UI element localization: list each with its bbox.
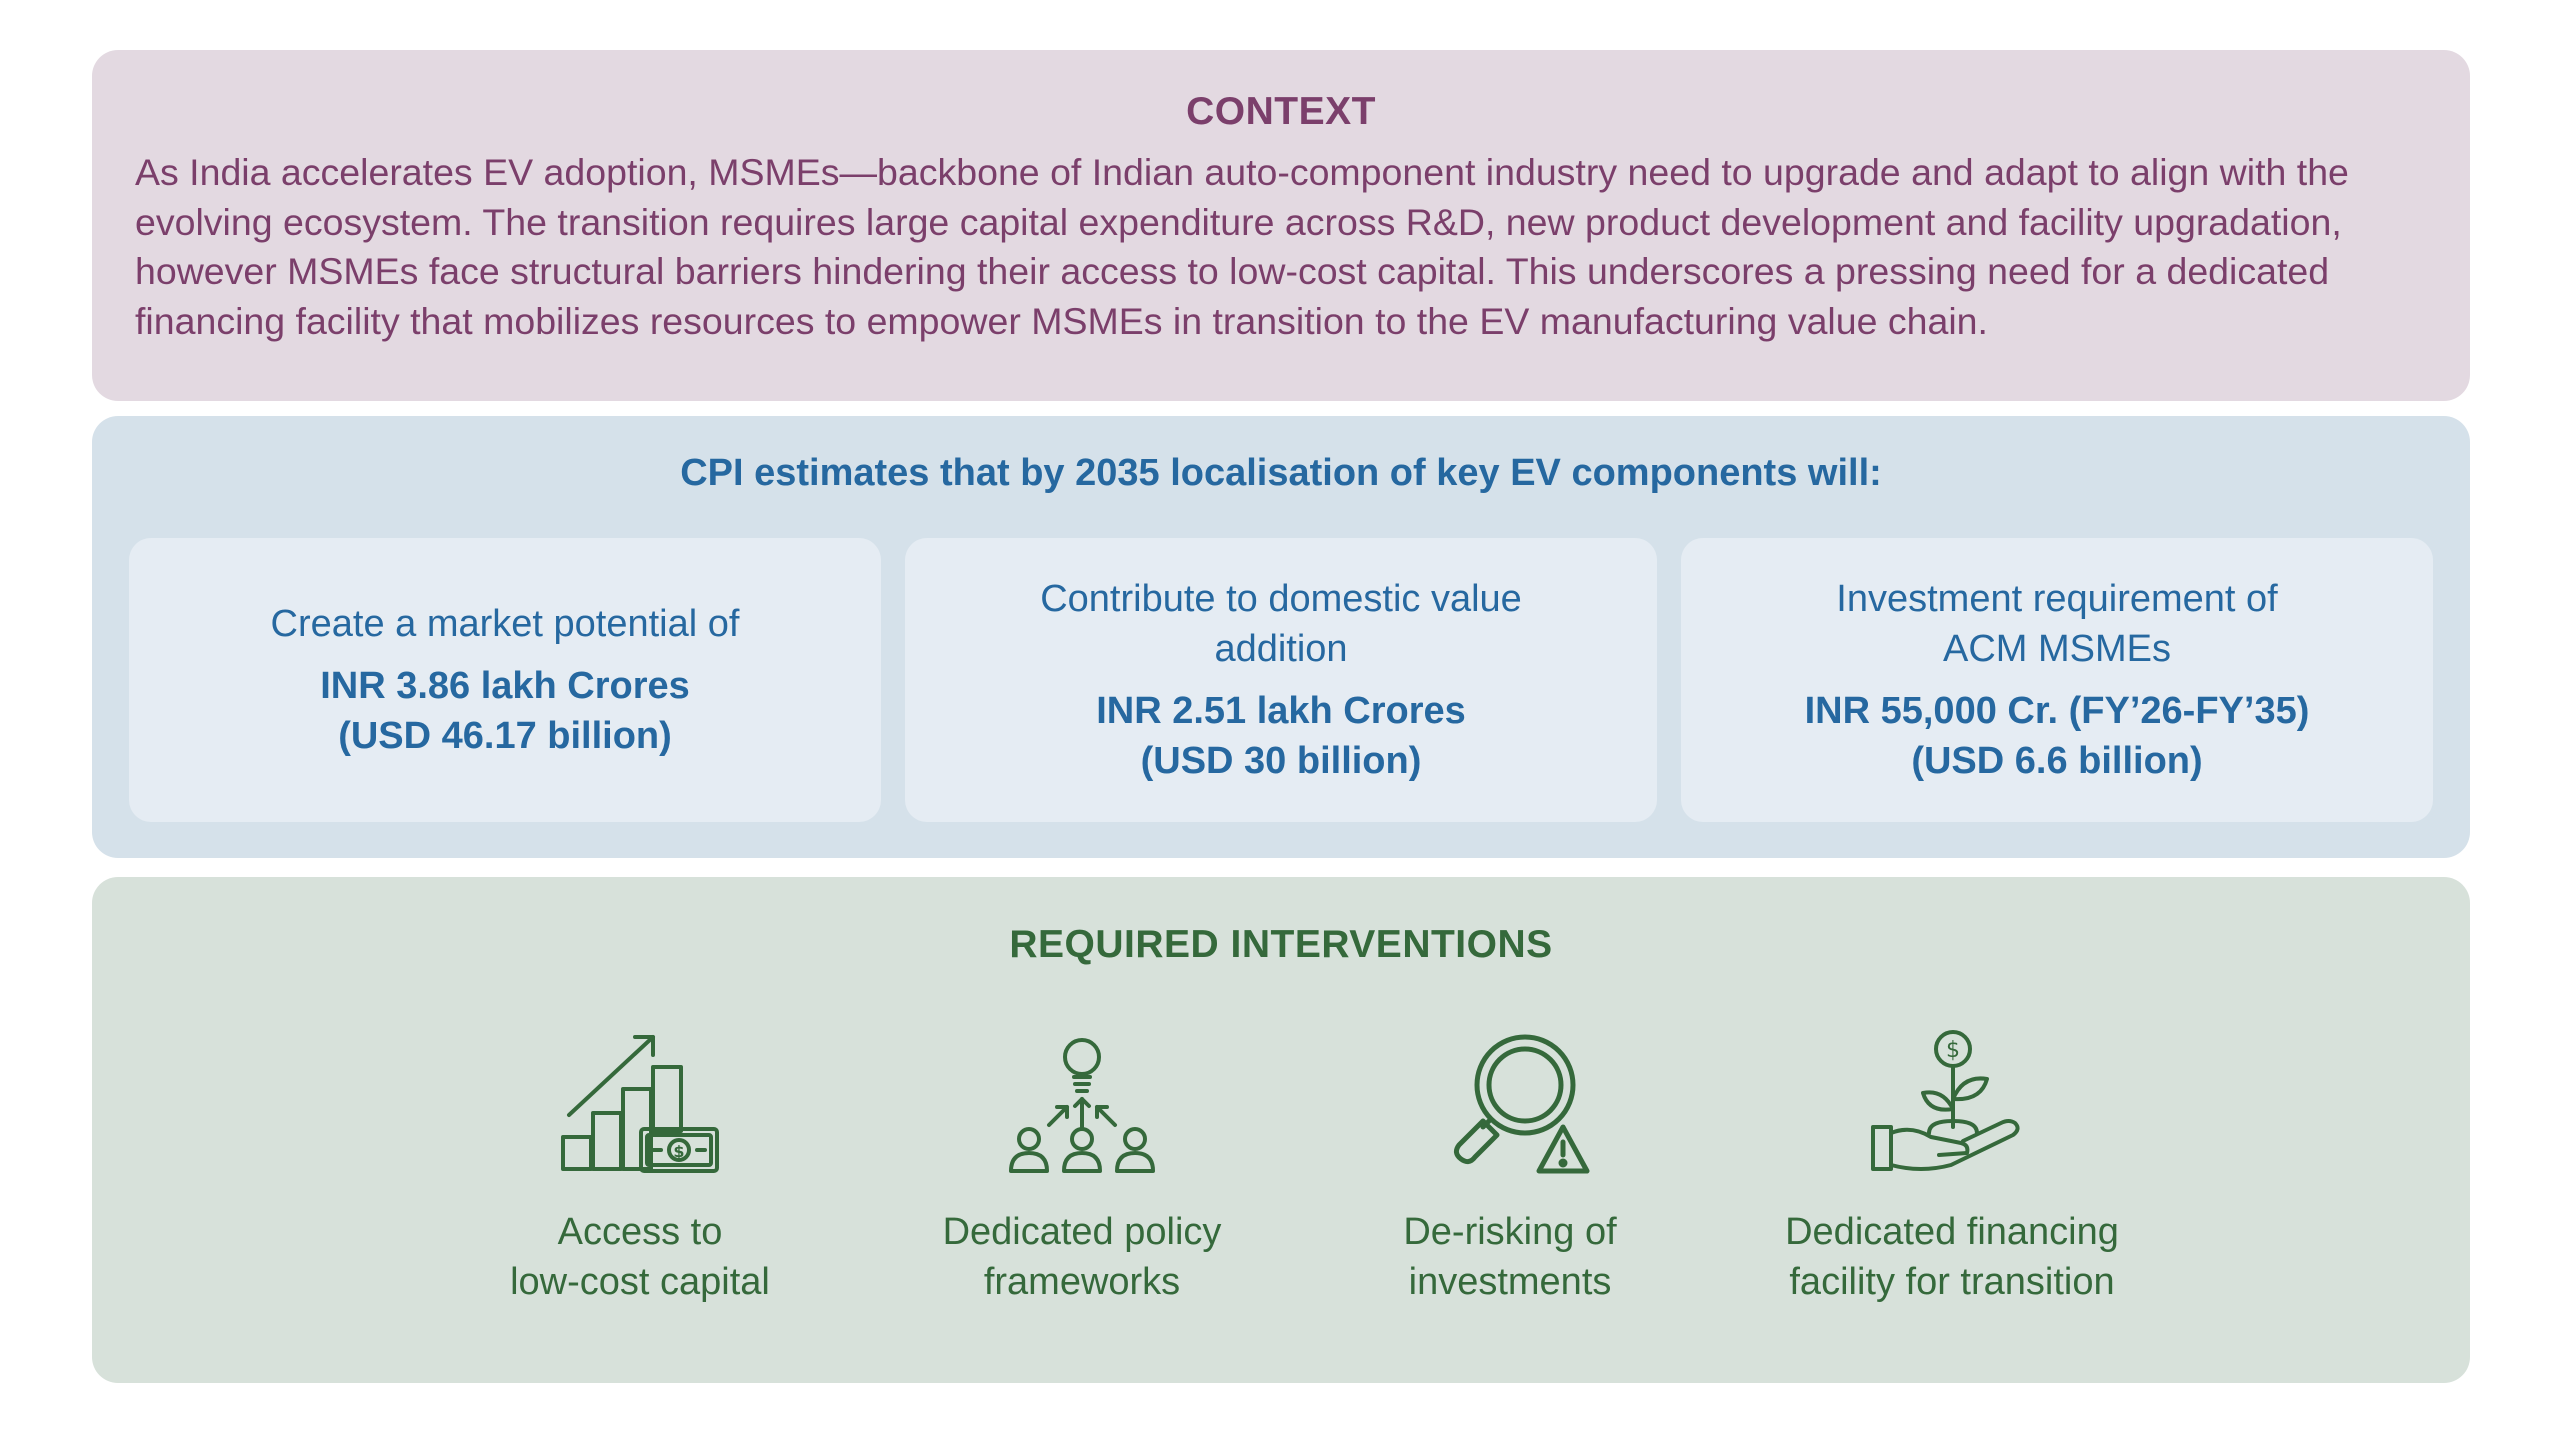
- interventions-panel: REQUIRED INTERVENTIONS $ Access to low-c…: [92, 877, 2470, 1383]
- card-value-usd: (USD 46.17 billion): [338, 715, 672, 757]
- value-addition-card: Contribute to domestic value addition IN…: [905, 538, 1657, 822]
- card-value-usd: (USD 6.6 billion): [1911, 740, 2203, 782]
- context-panel: CONTEXT As India accelerates EV adoption…: [92, 50, 2470, 401]
- caption-line: Access to: [557, 1211, 723, 1253]
- risk-magnifier-icon: [1453, 1034, 1590, 1174]
- card-label: Create a market potential of: [270, 603, 740, 645]
- intervention-low-cost-capital: $ Access to low-cost capital: [430, 1027, 850, 1307]
- cpi-estimates-panel: CPI estimates that by 2035 localisation …: [92, 416, 2470, 858]
- card-value-usd: (USD 30 billion): [1140, 740, 1422, 782]
- market-potential-card: Create a market potential of INR 3.86 la…: [129, 538, 881, 822]
- interventions-title: REQUIRED INTERVENTIONS: [1009, 923, 1553, 966]
- cpi-title: CPI estimates that by 2035 localisation …: [680, 452, 1882, 494]
- policy-network-icon: [1009, 1038, 1155, 1173]
- context-body: As India accelerates EV adoption, MSMEs—…: [135, 151, 2349, 342]
- intervention-policy-frameworks: Dedicated policy frameworks: [872, 1027, 1292, 1307]
- card-value-inr: INR 2.51 lakh Crores: [1096, 690, 1466, 732]
- caption-line: frameworks: [983, 1261, 1181, 1303]
- growth-chart-money-icon: $: [561, 1035, 719, 1173]
- svg-text:$: $: [1946, 1038, 1960, 1063]
- context-title: CONTEXT: [1186, 90, 1376, 133]
- caption-line: De-risking of: [1403, 1211, 1617, 1253]
- caption-line: Dedicated financing: [1785, 1211, 2119, 1253]
- intervention-de-risking: De-risking of investments: [1300, 1027, 1720, 1307]
- caption-line: low-cost capital: [510, 1261, 770, 1303]
- card-value-inr: INR 3.86 lakh Crores: [320, 665, 690, 707]
- card-label: Investment requirement of ACM MSMEs: [1836, 578, 2278, 670]
- svg-text:$: $: [673, 1142, 684, 1161]
- caption-line: investments: [1408, 1261, 1612, 1303]
- card-value-inr: INR 55,000 Cr. (FY’26-FY’35): [1804, 690, 2310, 732]
- caption-line: facility for transition: [1789, 1261, 2115, 1303]
- investment-requirement-card: Investment requirement of ACM MSMEs INR …: [1681, 538, 2433, 822]
- card-label: Contribute to domestic value addition: [1040, 578, 1522, 670]
- caption-line: Dedicated policy: [942, 1211, 1222, 1253]
- hand-plant-money-icon: $: [1871, 1030, 2020, 1171]
- intervention-financing-facility: $ Dedicated financing facility for trans…: [1742, 1027, 2162, 1307]
